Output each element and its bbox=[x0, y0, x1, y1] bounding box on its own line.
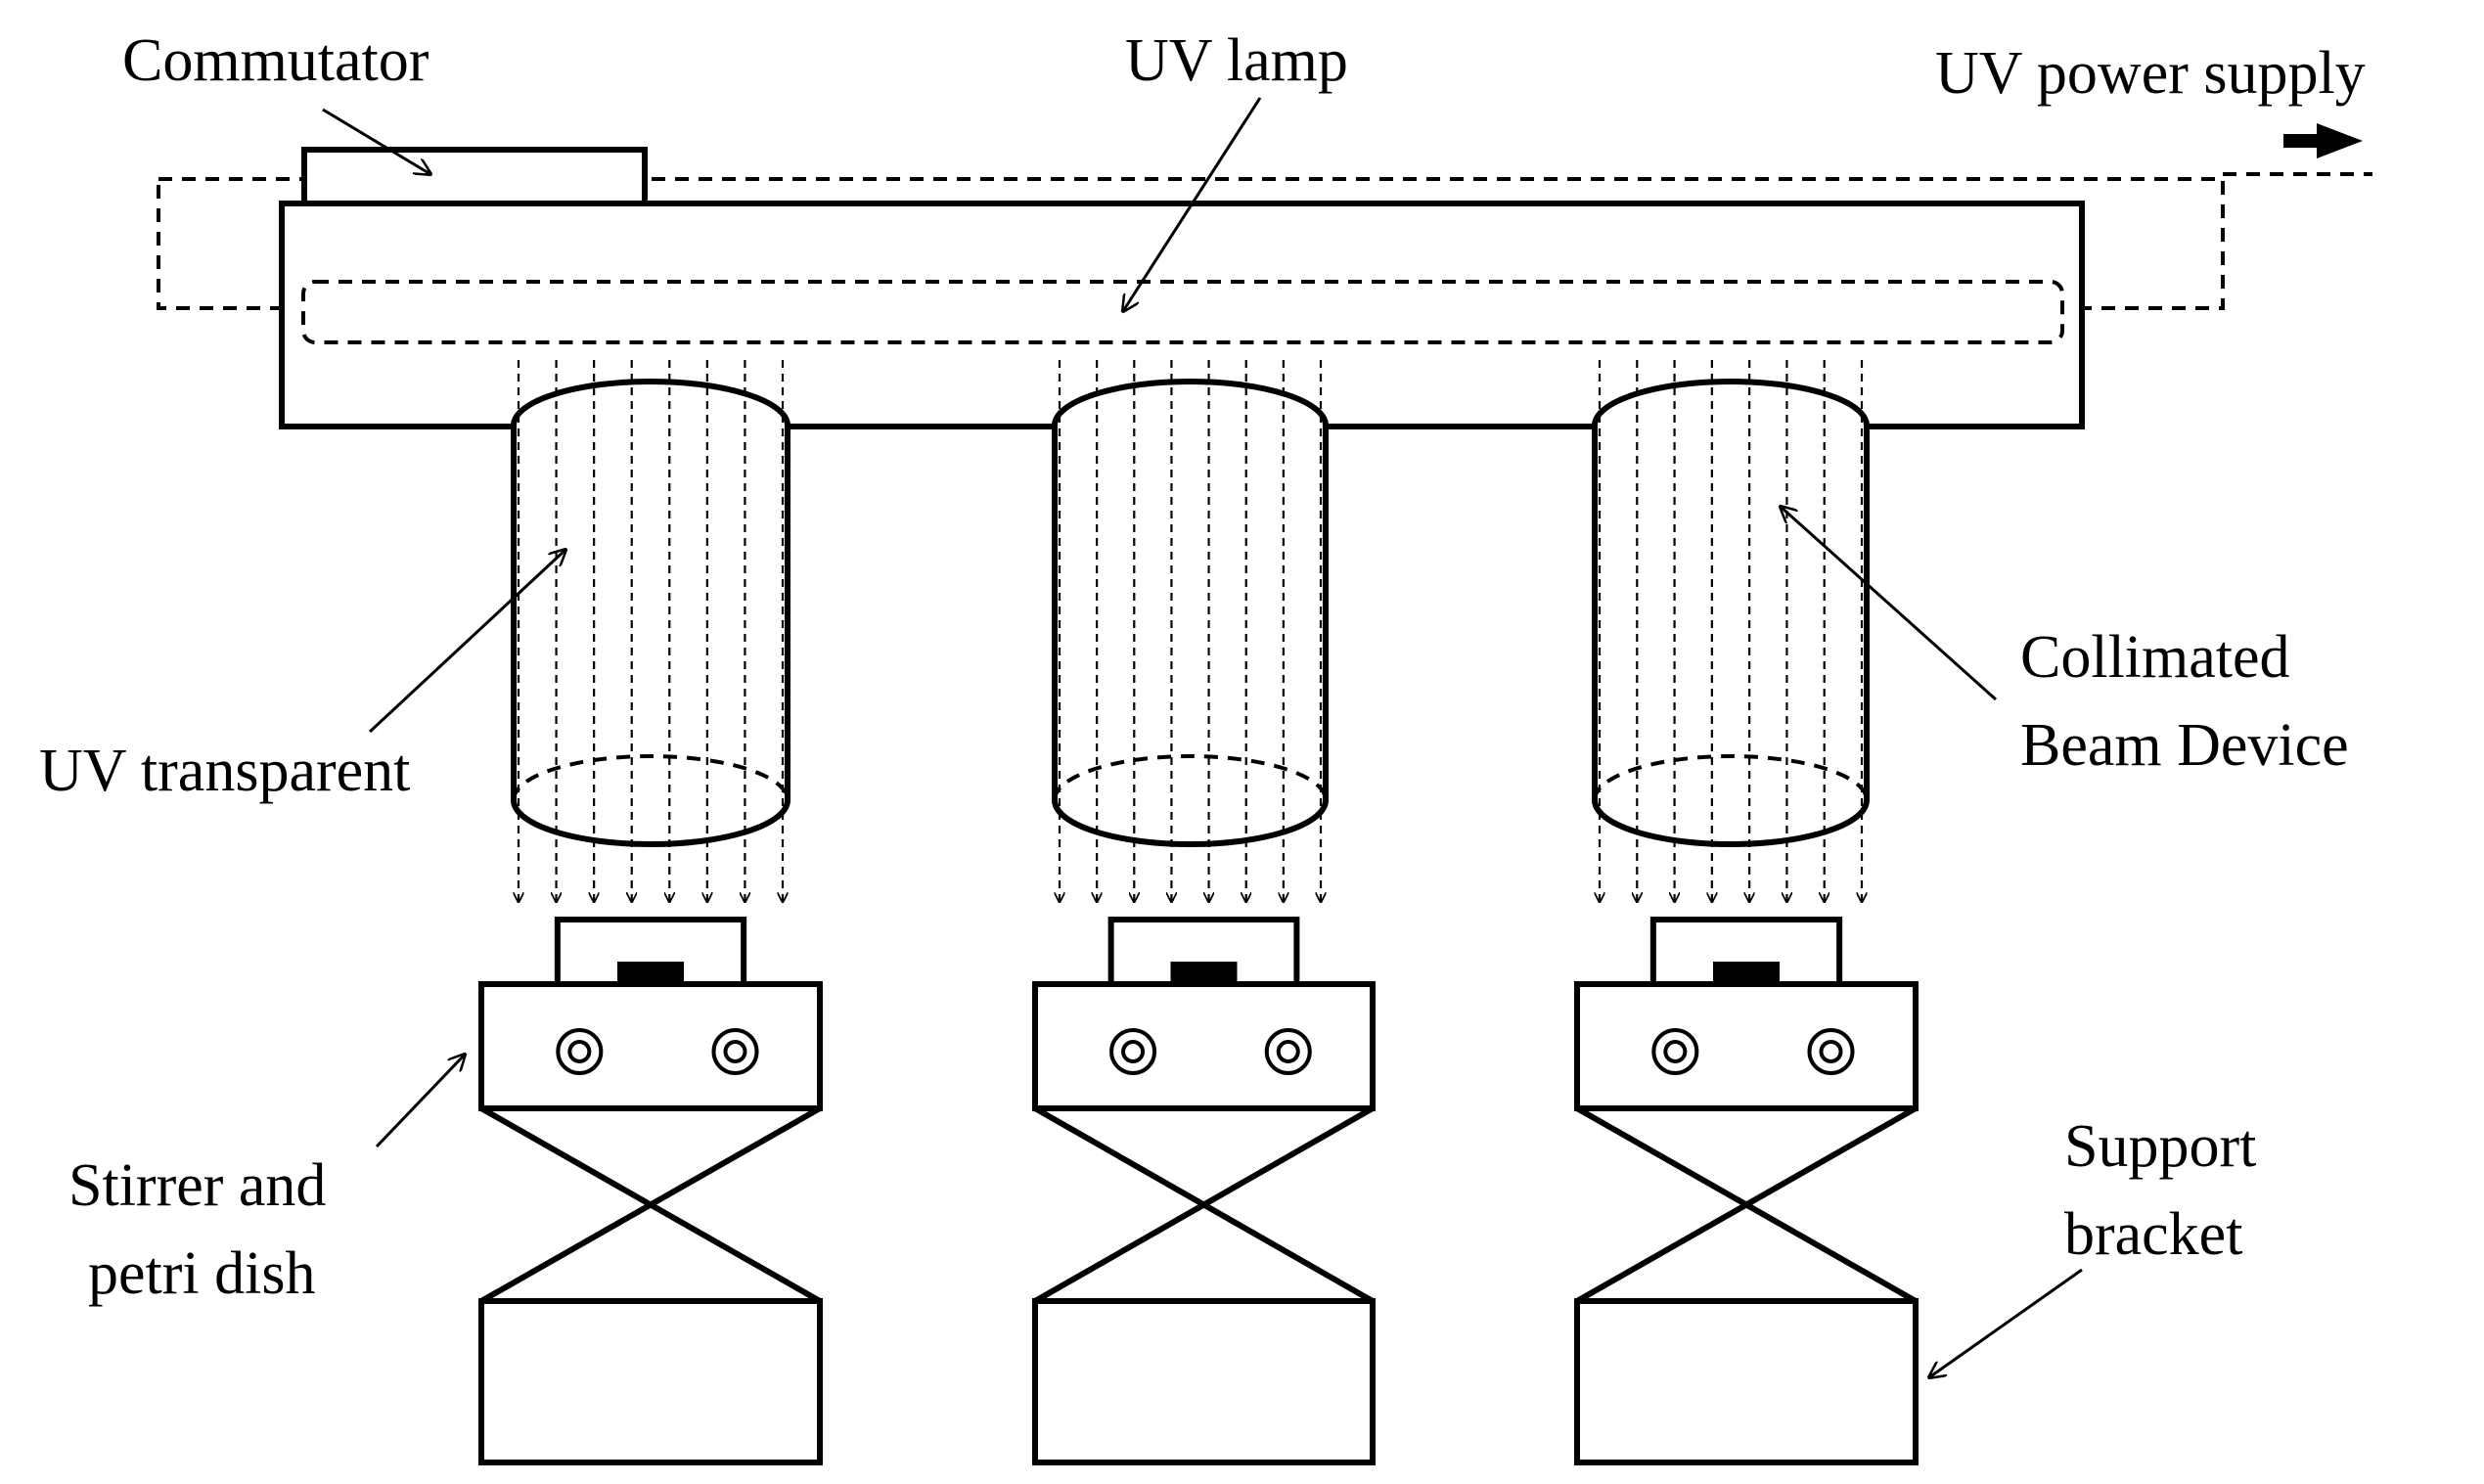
stirrer-knob-outer-1-2 bbox=[711, 1028, 759, 1075]
pointer-support bbox=[1929, 1268, 2083, 1377]
stirrer-knob-outer-1-1 bbox=[556, 1028, 604, 1075]
label-stirrer-line1: Stirrer and bbox=[68, 1152, 326, 1219]
support-cross-b-3 bbox=[1575, 1105, 1918, 1304]
label-collimated-line2: Beam Device bbox=[2020, 712, 2349, 779]
pointer-commutator bbox=[322, 108, 430, 174]
support-base-2 bbox=[1032, 1298, 1376, 1465]
label-stirrer-line2: petri dish bbox=[88, 1240, 315, 1307]
collimator-fill-3 bbox=[1595, 382, 1867, 844]
stirrer-body-2 bbox=[1032, 981, 1376, 1111]
support-base-1 bbox=[478, 1298, 823, 1465]
collimator-bottom-arc-1 bbox=[511, 799, 790, 847]
pointer-collimated bbox=[1781, 507, 1998, 701]
label-support-line1: Support bbox=[2064, 1113, 2256, 1180]
collimator-bottom-back-arc-3 bbox=[1593, 754, 1869, 801]
label-uv-lamp: UV lamp bbox=[1125, 27, 1348, 94]
stirrer-body-1 bbox=[478, 981, 823, 1111]
stirrer-knob-inner-1-2 bbox=[723, 1040, 747, 1063]
label-commutator: Commutator bbox=[122, 27, 429, 94]
stirrer-knob-outer-2-1 bbox=[1109, 1028, 1157, 1075]
stir-bar-1 bbox=[617, 962, 684, 984]
collimator-top-arc-3 bbox=[1592, 379, 1870, 427]
collimator-bottom-arc-2 bbox=[1052, 799, 1329, 847]
uv-lamp-tube bbox=[301, 280, 2064, 344]
support-cross-b-1 bbox=[479, 1105, 822, 1304]
label-uv-transparent: UV transparent bbox=[39, 738, 410, 804]
collimator-bottom-back-arc-2 bbox=[1053, 754, 1328, 801]
stirrer-body-3 bbox=[1574, 981, 1919, 1111]
label-support-line2: bracket bbox=[2064, 1201, 2242, 1268]
pointer-uv-transparent bbox=[368, 550, 565, 734]
stir-bar-2 bbox=[1170, 962, 1238, 984]
stirrer-knob-inner-2-2 bbox=[1276, 1040, 1300, 1063]
pointer-stirrer bbox=[375, 1055, 465, 1148]
collimator-fill-2 bbox=[1055, 382, 1326, 844]
pointer-uv-lamp bbox=[1123, 97, 1262, 311]
collimator-bottom-back-arc-1 bbox=[512, 754, 790, 801]
collimator-top-arc-1 bbox=[511, 379, 790, 427]
support-base-3 bbox=[1574, 1298, 1919, 1465]
stirrer-knob-inner-2-1 bbox=[1121, 1040, 1146, 1063]
stirrer-knob-inner-1-1 bbox=[567, 1040, 592, 1063]
label-uv-power-supply: UV power supply bbox=[1935, 40, 2366, 107]
stirrer-knob-inner-3-2 bbox=[1819, 1040, 1843, 1063]
stirrer-knob-outer-3-2 bbox=[1807, 1028, 1855, 1075]
stirrer-knob-inner-3-1 bbox=[1663, 1040, 1688, 1063]
support-cross-b-2 bbox=[1033, 1105, 1375, 1304]
stir-bar-3 bbox=[1713, 962, 1780, 984]
commutator-box bbox=[301, 147, 648, 206]
label-collimated-line1: Collimated bbox=[2020, 624, 2290, 691]
power-arrow-icon bbox=[2283, 123, 2363, 158]
collimator-bottom-arc-3 bbox=[1592, 799, 1870, 847]
collimator-top-arc-2 bbox=[1052, 379, 1329, 427]
stirrer-knob-outer-3-1 bbox=[1651, 1028, 1699, 1075]
stirrer-knob-outer-2-2 bbox=[1264, 1028, 1312, 1075]
collimator-fill-1 bbox=[514, 382, 788, 844]
